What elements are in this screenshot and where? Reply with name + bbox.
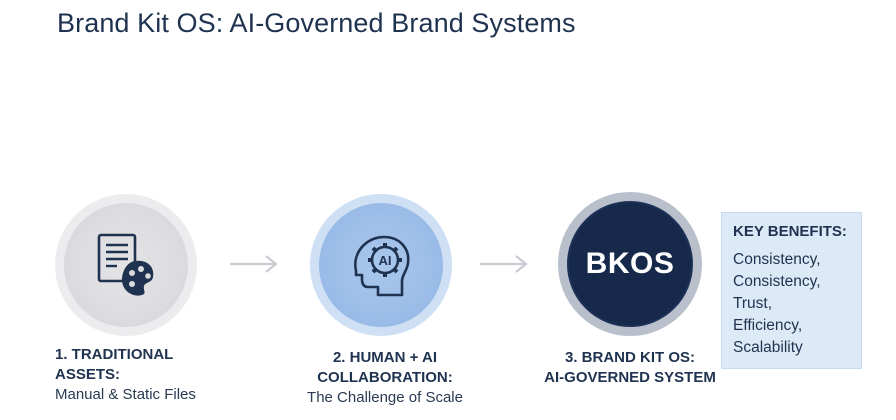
benefit-item: Consistency, [733, 251, 821, 268]
step-1-heading-line1: 1. TRADITIONAL [55, 346, 174, 363]
step-2-heading-line1: 2. HUMAN + AI [332, 349, 438, 366]
arrow-right-icon [480, 255, 528, 273]
benefit-item: Consistency, [733, 273, 821, 290]
step-2-subtitle: The Challenge of Scale [307, 389, 463, 406]
page-title: Brand Kit OS: AI-Governed Brand Systems [57, 8, 576, 38]
step-3-heading-line1: 3. BRAND KIT OS: [564, 349, 695, 366]
bkos-badge: BKOS [585, 247, 675, 280]
key-benefits-heading: KEY BENEFITS: [733, 223, 847, 240]
step-2-label: 2. HUMAN + AI COLLABORATION: The Challen… [290, 348, 480, 408]
document-palette-icon [97, 233, 154, 296]
step-1-heading-line2: ASSETS: [55, 366, 121, 383]
benefit-item: Efficiency, [733, 317, 803, 334]
step-2-heading-line2: COLLABORATION: [317, 369, 453, 386]
step-1-label: 1. TRADITIONAL ASSETS: Manual & Static F… [55, 345, 196, 405]
head-gear-ai-icon: AI [354, 235, 410, 297]
key-benefits-box: KEY BENEFITS: Consistency, Consistency, … [721, 212, 862, 369]
step-1-subtitle: Manual & Static Files [55, 386, 196, 403]
step-2-circle: AI [310, 194, 452, 336]
arrow-right-icon [230, 255, 278, 273]
step-3-label: 3. BRAND KIT OS: AI-GOVERNED SYSTEM [530, 348, 730, 388]
benefit-item: Scalability [733, 339, 803, 356]
step-3-circle: BKOS [558, 192, 702, 336]
step-3-heading-line2: AI-GOVERNED SYSTEM [544, 369, 716, 386]
benefit-item: Trust, [733, 295, 773, 312]
ai-icon-text: AI [379, 253, 392, 268]
step-1-circle [55, 194, 197, 336]
